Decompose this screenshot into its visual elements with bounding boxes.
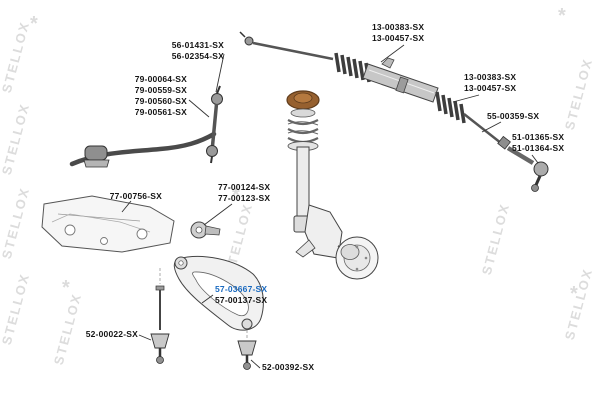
watermark-text: STELLOX bbox=[0, 19, 32, 94]
star-icon: * bbox=[558, 5, 566, 27]
part-number-arm-bushing-2[interactable]: 77-00123-SX bbox=[218, 193, 271, 203]
part-number-tie-rod-end-2[interactable]: 51-01364-SX bbox=[512, 143, 565, 153]
part-number-stabilizer-link-2[interactable]: 56-02354-SX bbox=[171, 51, 224, 61]
label-group-control-arm: 57-03667-SX 57-00137-SX bbox=[215, 284, 285, 306]
part-number-arm-bushing-1[interactable]: 77-00124-SX bbox=[218, 182, 271, 192]
star-icon: * bbox=[570, 283, 578, 305]
label-group-ball-joint-left: 52-00022-SX bbox=[72, 329, 138, 340]
part-number-ball-joint-left[interactable]: 52-00022-SX bbox=[85, 329, 138, 339]
watermark-text: STELLOX bbox=[562, 266, 596, 341]
stabilizer-bar-drawing bbox=[69, 131, 217, 168]
watermark-text: STELLOX bbox=[562, 56, 596, 131]
ball-joint-left-drawing bbox=[150, 268, 170, 364]
watermark-text: STELLOX bbox=[479, 201, 513, 276]
star-icon: * bbox=[62, 277, 70, 299]
part-number-tie-rod[interactable]: 55-00359-SX bbox=[487, 111, 540, 121]
part-number-stabilizer-link-1[interactable]: 56-01431-SX bbox=[171, 40, 224, 50]
star-icon: * bbox=[30, 13, 38, 35]
control-arm-bushing-drawing bbox=[190, 221, 221, 239]
part-number-control-arm-highlighted[interactable]: 57-03667-SX bbox=[215, 284, 268, 294]
label-group-steering-bellows: 13-00383-SX 13-00457-SX bbox=[464, 72, 534, 94]
stabilizer-bushing bbox=[84, 145, 108, 161]
part-number-ball-joint-center[interactable]: 52-00392-SX bbox=[262, 362, 315, 372]
watermark-text: STELLOX bbox=[0, 185, 32, 260]
part-number-bellows-1[interactable]: 13-00383-SX bbox=[464, 72, 517, 82]
knuckle-hub-drawing bbox=[295, 204, 379, 280]
label-group-ball-joint-center: 52-00392-SX bbox=[262, 362, 332, 373]
part-number-subframe[interactable]: 77-00756-SX bbox=[109, 191, 162, 201]
part-number-control-arm-2[interactable]: 57-00137-SX bbox=[215, 295, 268, 305]
star-icon: * bbox=[232, 185, 240, 207]
label-group-stabilizer-bushings: 79-00064-SX 79-00559-SX 79-00560-SX 79-0… bbox=[121, 74, 187, 118]
label-group-control-arm-bushing: 77-00124-SX 77-00123-SX bbox=[218, 182, 288, 204]
steering-rack-drawing bbox=[239, 31, 549, 192]
coil-spring bbox=[287, 119, 319, 144]
tie-rod-end-drawing bbox=[531, 161, 549, 192]
watermark-text: STELLOX bbox=[0, 101, 32, 176]
label-group-steering-rack: 13-00383-SX 13-00457-SX bbox=[372, 22, 442, 44]
label-group-stabilizer-link: 56-01431-SX 56-02354-SX bbox=[158, 40, 224, 62]
part-number-stab-bushing-2[interactable]: 79-00559-SX bbox=[134, 85, 187, 95]
stabilizer-link-drawing bbox=[206, 85, 223, 164]
label-group-tie-rod: 55-00359-SX bbox=[487, 111, 557, 122]
part-number-steering-rack-1[interactable]: 13-00383-SX bbox=[372, 22, 425, 32]
part-number-bellows-2[interactable]: 13-00457-SX bbox=[464, 83, 517, 93]
subframe-drawing bbox=[41, 195, 175, 253]
control-arm-drawing bbox=[173, 256, 264, 331]
part-number-stab-bushing-1[interactable]: 79-00064-SX bbox=[134, 74, 187, 84]
leader-lines bbox=[121, 44, 539, 369]
steering-bellows-right bbox=[435, 91, 466, 124]
part-number-steering-rack-2[interactable]: 13-00457-SX bbox=[372, 33, 425, 43]
part-number-stab-bushing-3[interactable]: 79-00560-SX bbox=[134, 96, 187, 106]
watermark-text: STELLOX bbox=[0, 271, 32, 346]
part-number-stab-bushing-4[interactable]: 79-00561-SX bbox=[134, 107, 187, 117]
label-group-tie-rod-end: 51-01365-SX 51-01364-SX bbox=[512, 132, 582, 154]
part-number-tie-rod-end-1[interactable]: 51-01365-SX bbox=[512, 132, 565, 142]
ball-joint-center-drawing bbox=[237, 330, 257, 370]
label-group-subframe: 77-00756-SX bbox=[96, 191, 162, 202]
